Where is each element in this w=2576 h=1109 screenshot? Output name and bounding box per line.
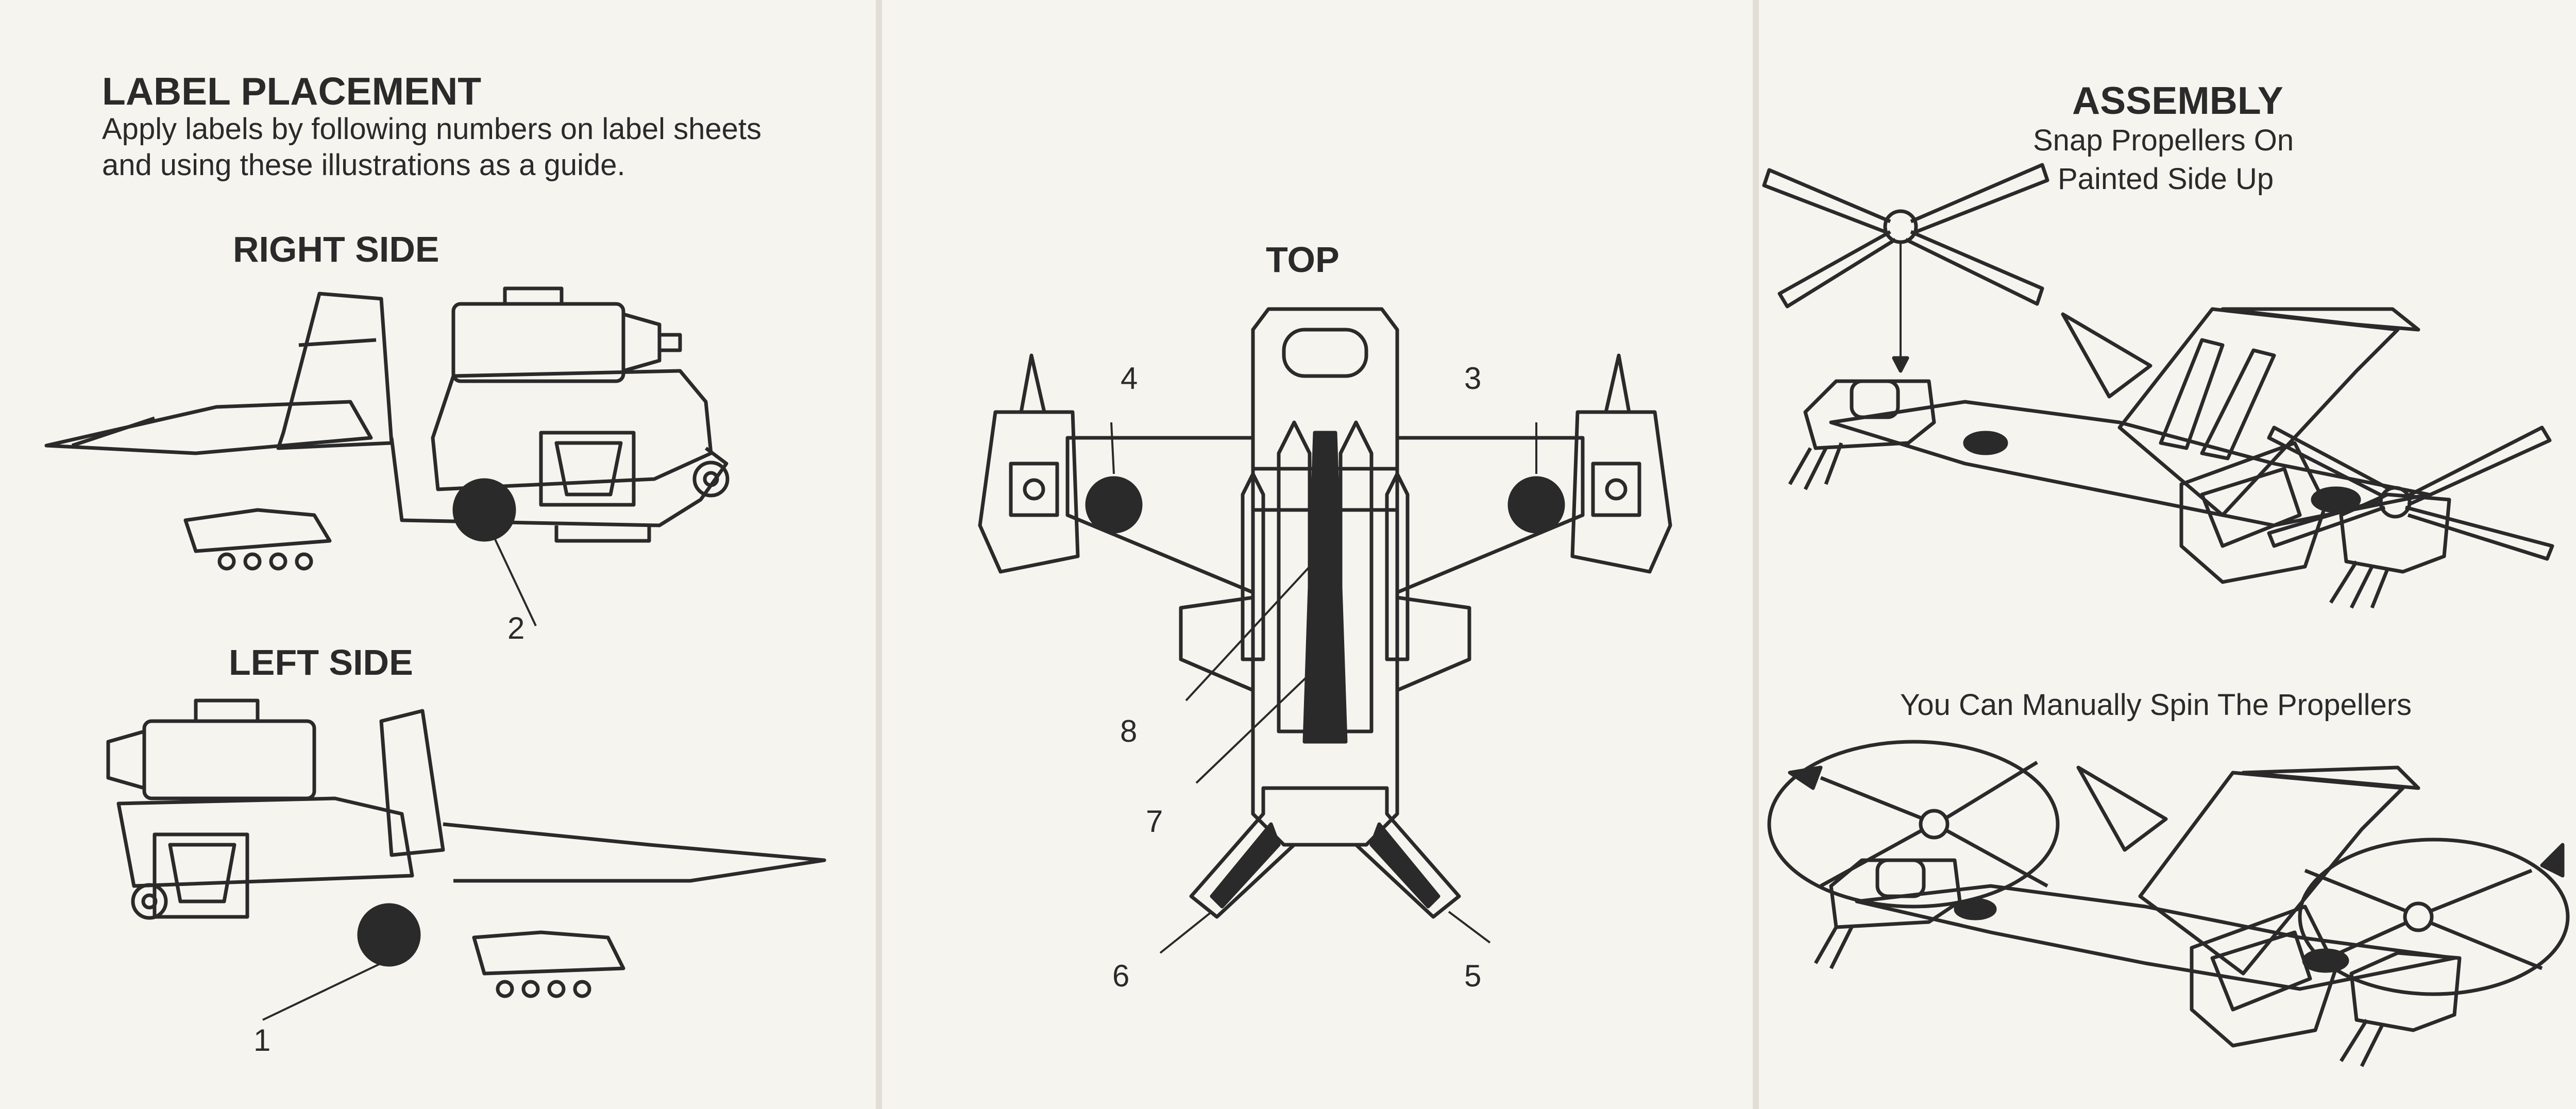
left-side-heading: LEFT SIDE bbox=[229, 642, 413, 683]
label-placement-panel: LABEL PLACEMENT Apply labels by followin… bbox=[0, 0, 876, 1109]
assembly-line-1: Snap Propellers On bbox=[2033, 124, 2294, 157]
left-side-illustration bbox=[93, 690, 835, 1010]
instructions-line-1: Apply labels by following numbers on lab… bbox=[102, 112, 761, 146]
label-number-6: 6 bbox=[1112, 959, 1130, 993]
label-number-3: 3 bbox=[1464, 361, 1482, 396]
spin-illustration bbox=[1759, 731, 2576, 1102]
label-number-7: 7 bbox=[1146, 804, 1163, 839]
spin-caption: You Can Manually Spin The Propellers bbox=[1900, 688, 2412, 722]
label-number-8: 8 bbox=[1120, 714, 1138, 748]
label-number-4: 4 bbox=[1121, 361, 1138, 396]
label-placement-title: LABEL PLACEMENT bbox=[102, 70, 482, 113]
assembly-illustration bbox=[1759, 155, 2576, 649]
panel-fold bbox=[1753, 0, 1759, 1109]
top-view-illustration bbox=[954, 299, 1686, 948]
right-side-heading: RIGHT SIDE bbox=[233, 229, 439, 269]
assembly-line-2: Painted Side Up bbox=[2058, 162, 2274, 196]
label-number-5: 5 bbox=[1464, 959, 1482, 993]
assembly-panel: ASSEMBLY Snap Propellers On Painted Side… bbox=[1759, 0, 2576, 1109]
top-heading: TOP bbox=[1266, 240, 1340, 280]
panel-fold bbox=[876, 0, 882, 1109]
top-view-panel: TOP bbox=[882, 0, 1753, 1109]
right-side-illustration bbox=[41, 283, 793, 592]
instructions-line-2: and using these illustrations as a guide… bbox=[102, 148, 625, 182]
label-number-2: 2 bbox=[507, 611, 525, 645]
label-number-1: 1 bbox=[253, 1023, 271, 1057]
assembly-title: ASSEMBLY bbox=[2072, 79, 2283, 122]
